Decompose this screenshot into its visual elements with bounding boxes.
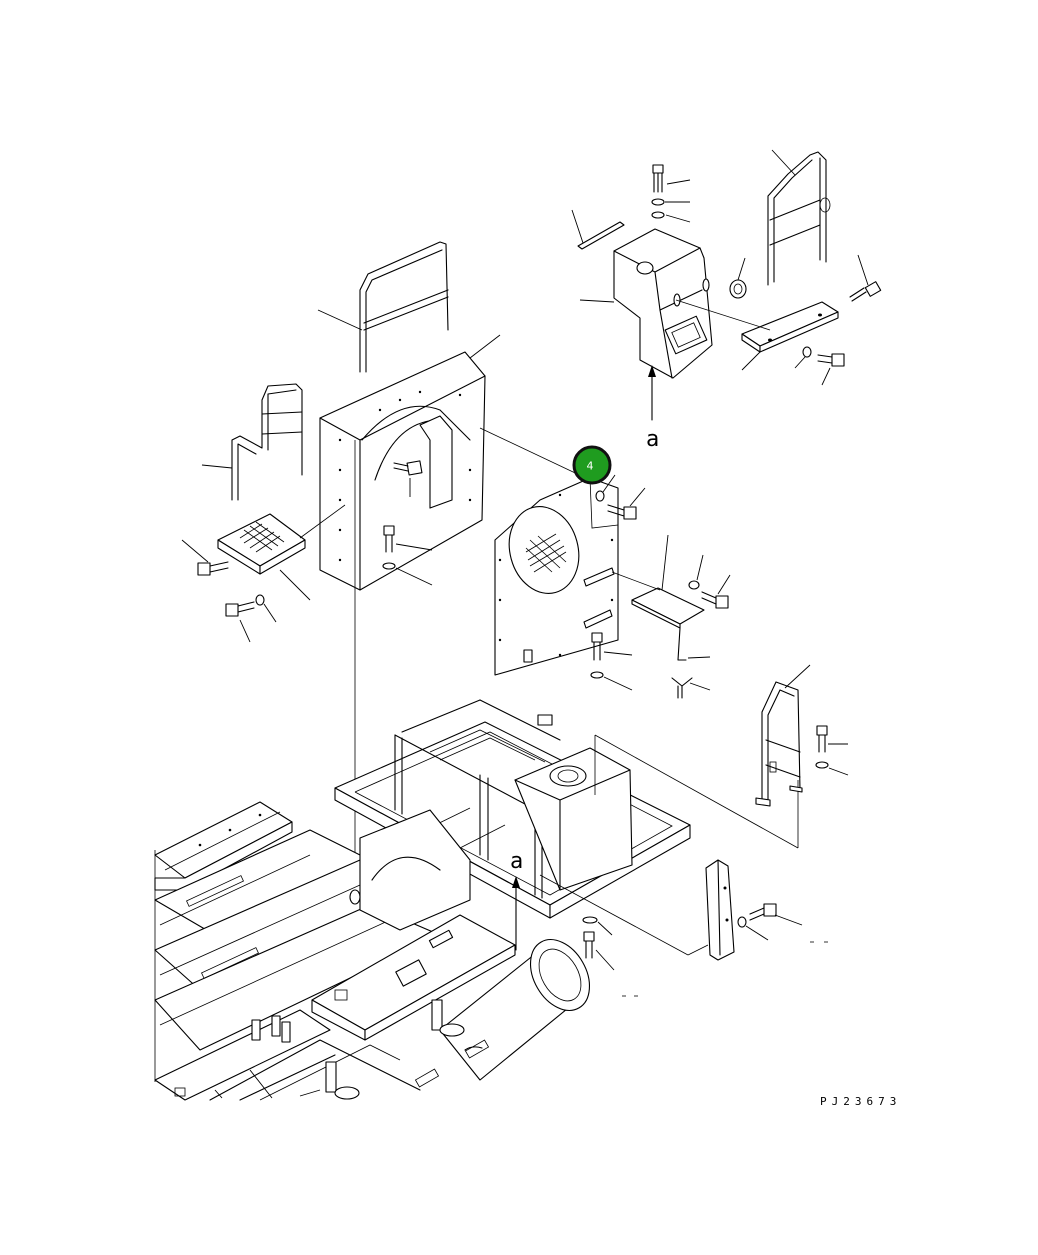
lower-right-cover (705, 859, 828, 961)
bolt-icon (197, 561, 229, 576)
bolt-icon (816, 725, 828, 753)
washer-icon (582, 916, 598, 924)
washer-icon (595, 490, 605, 502)
bolt-icon (583, 931, 595, 959)
bolt-icon (817, 353, 845, 367)
bolt-icon (749, 903, 777, 921)
drawing-code: PJ23673 (820, 1095, 901, 1108)
rear-cover-assembly (571, 149, 882, 421)
bolt-icon (849, 281, 882, 302)
grommet-icon (729, 279, 747, 299)
view-label-a-bottom: a (510, 849, 523, 874)
item-callout-4[interactable]: 4 (572, 445, 612, 485)
washer-icon (737, 916, 747, 928)
bolt-icon (393, 460, 423, 476)
callout-badge[interactable] (572, 445, 612, 485)
washer-icon (382, 562, 396, 570)
washer-icon (688, 580, 700, 590)
left-cover-assembly (317, 241, 591, 1000)
washer-icon (255, 594, 265, 606)
bolt-icon (383, 525, 395, 553)
bolt-icon (652, 164, 664, 193)
washer-icon (651, 198, 665, 206)
lower-chassis (154, 801, 638, 1101)
washer-icon (590, 671, 604, 679)
bolt-icon (607, 504, 637, 520)
left-step-assembly (181, 383, 346, 643)
view-label-a-top: a (646, 427, 659, 452)
washer-icon (651, 211, 665, 219)
callout-number: 4 (587, 460, 594, 473)
center-mesh-panel (494, 474, 731, 699)
washer-icon (802, 346, 812, 358)
washer-icon (815, 761, 829, 769)
wing-bolt-icon (671, 677, 693, 699)
bolt-icon (225, 601, 255, 617)
right-handrail-assembly (755, 664, 849, 807)
bolt-icon (701, 591, 729, 609)
bolt-icon (591, 632, 603, 661)
